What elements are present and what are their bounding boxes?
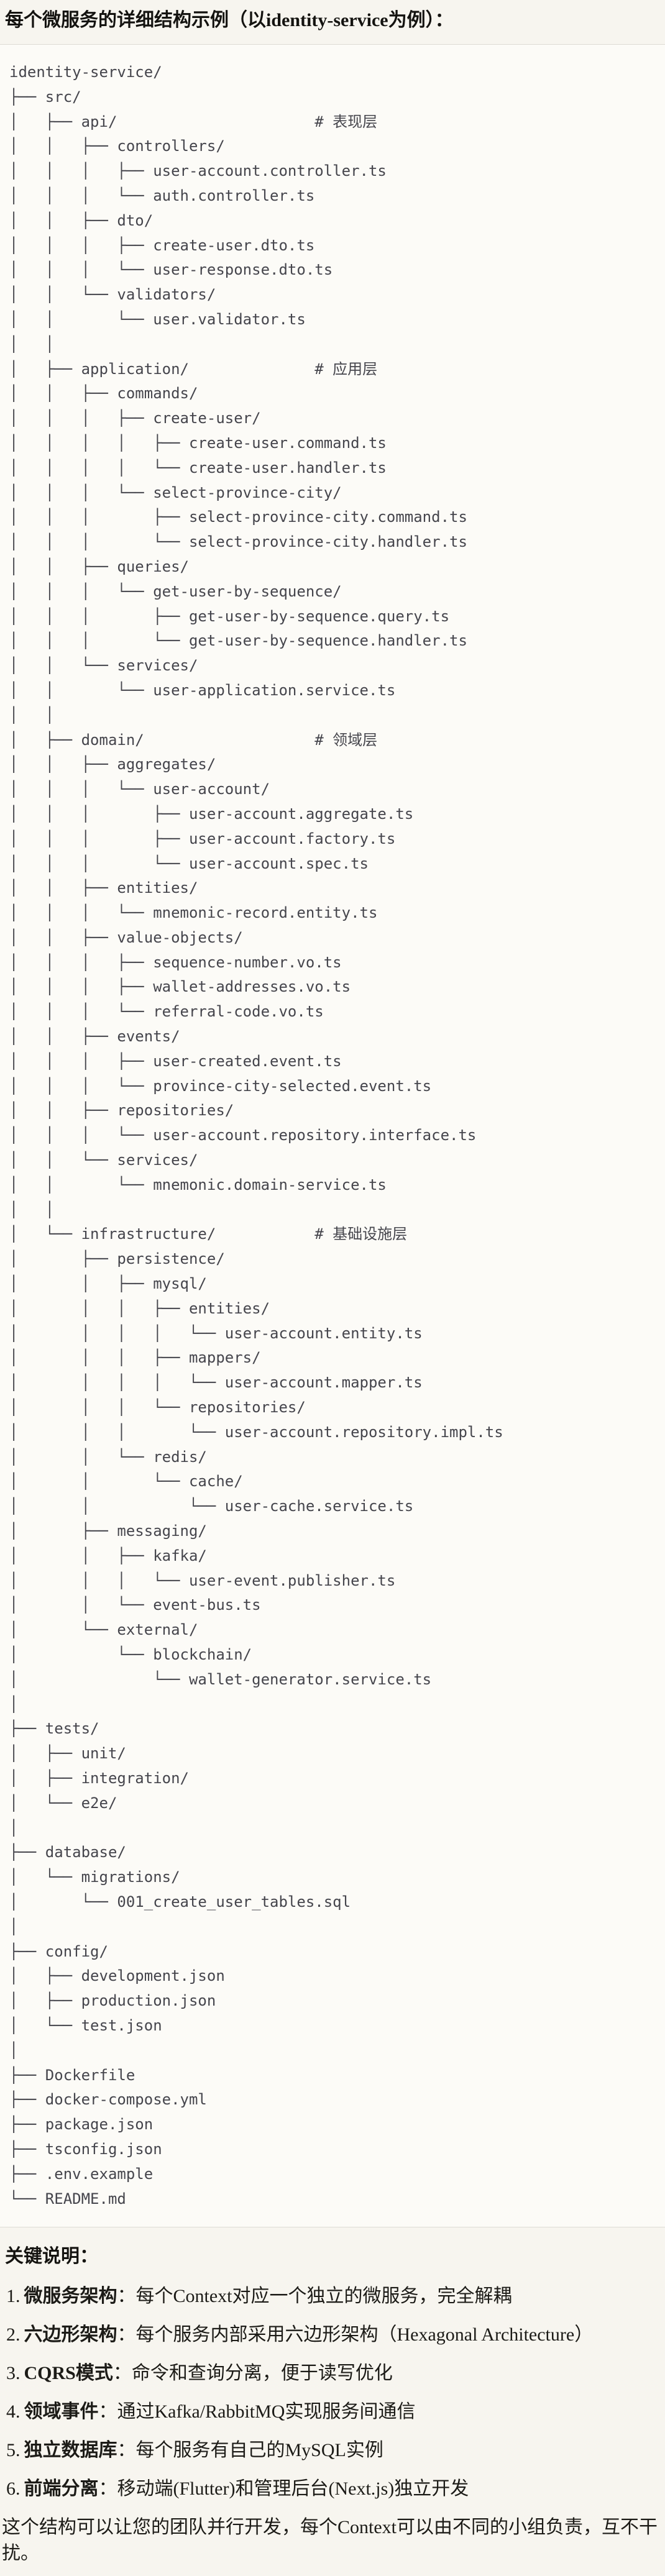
note-item-description: 每个服务内部采用六边形架构（Hexagonal Architecture） <box>135 2324 594 2345</box>
note-item-term: 微服务架构 <box>24 2286 117 2307</box>
note-item: 4.领域事件：通过Kafka/RabbitMQ实现服务间通信 <box>6 2399 660 2425</box>
note-item-separator: ： <box>112 2363 132 2384</box>
note-item-term: 六边形架构 <box>24 2324 117 2345</box>
note-item-marker: 3. <box>6 2363 21 2384</box>
note-item-marker: 6. <box>6 2478 21 2500</box>
file-tree-code-block: identity-service/ ├── src/ │ ├── api/ # … <box>0 44 665 2228</box>
note-item: 3.CQRS模式：命令和查询分离，便于读写优化 <box>6 2360 660 2386</box>
note-item-separator: ： <box>98 2401 117 2423</box>
note-item-description: 每个服务有自己的MySQL实例 <box>135 2440 383 2461</box>
note-item-term: 前端分离 <box>24 2478 99 2500</box>
note-item: 5.独立数据库：每个服务有自己的MySQL实例 <box>6 2437 660 2464</box>
note-item-separator: ： <box>117 2324 136 2345</box>
closing-paragraph: 这个结构可以让您的团队并行开发，每个Context可以由不同的小组负责，互不干扰… <box>2 2517 658 2564</box>
note-item-description: 移动端(Flutter)和管理后台(Next.js)独立开发 <box>117 2478 469 2500</box>
note-item: 6.前端分离：移动端(Flutter)和管理后台(Next.js)独立开发 <box>6 2476 660 2502</box>
notes-heading: 关键说明： <box>5 2246 98 2267</box>
file-tree: identity-service/ ├── src/ │ ├── api/ # … <box>9 63 503 2208</box>
note-item-term: 领域事件 <box>24 2401 99 2423</box>
note-item-separator: ： <box>98 2478 117 2500</box>
note-item: 2.六边形架构：每个服务内部采用六边形架构（Hexagonal Architec… <box>6 2322 660 2348</box>
note-item: 1.微服务架构：每个Context对应一个独立的微服务，完全解耦 <box>6 2283 660 2309</box>
note-item-separator: ： <box>117 2440 136 2461</box>
page-title: 每个微服务的详细结构示例（以identity-service为例）： <box>5 10 454 30</box>
note-item-separator: ： <box>117 2286 136 2307</box>
note-item-term: CQRS模式 <box>24 2363 113 2384</box>
note-item-description: 通过Kafka/RabbitMQ实现服务间通信 <box>117 2401 416 2423</box>
note-item-description: 每个Context对应一个独立的微服务，完全解耦 <box>135 2286 512 2307</box>
note-item-marker: 1. <box>6 2286 21 2307</box>
note-item-marker: 5. <box>6 2440 21 2461</box>
note-item-description: 命令和查询分离，便于读写优化 <box>131 2363 393 2384</box>
note-item-marker: 2. <box>6 2324 21 2345</box>
note-item-marker: 4. <box>6 2401 21 2423</box>
note-item-term: 独立数据库 <box>24 2440 117 2461</box>
